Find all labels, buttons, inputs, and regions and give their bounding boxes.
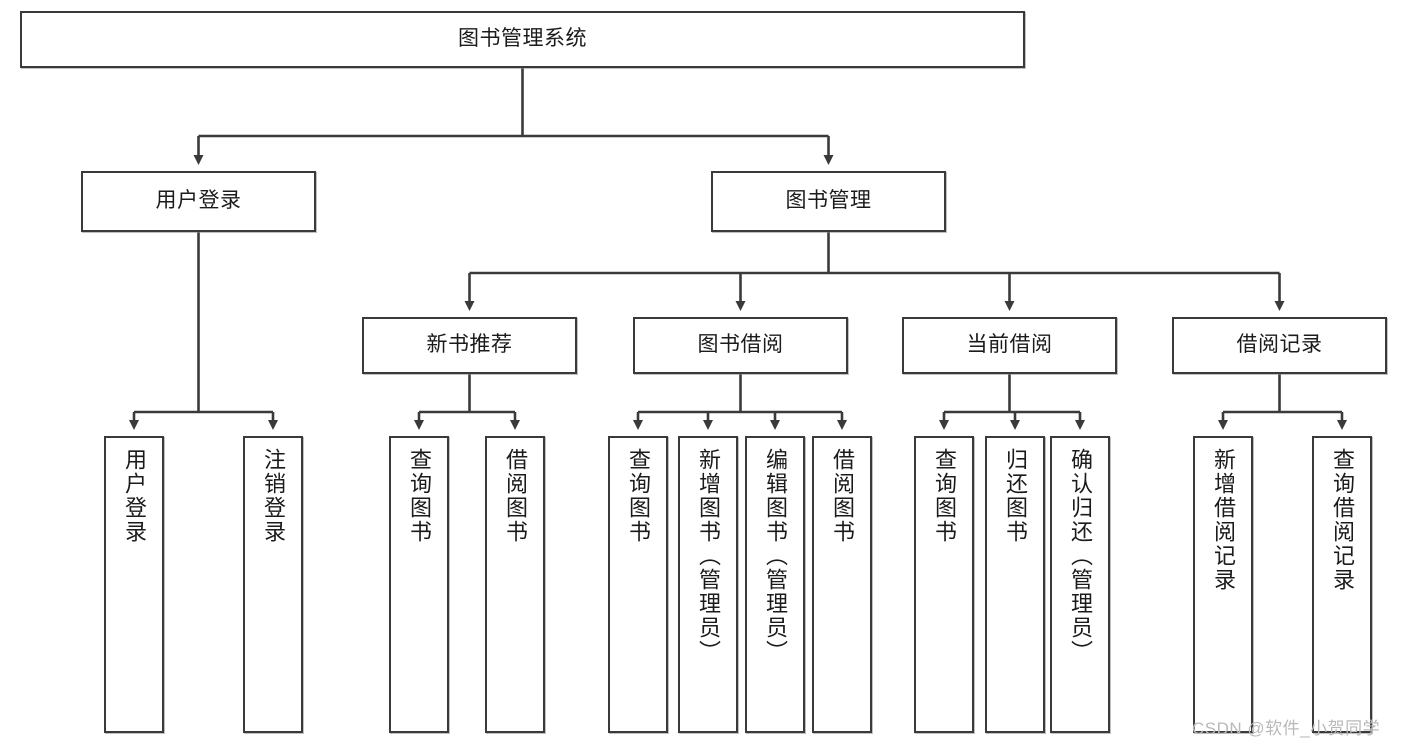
node-label: 用户登录 [155, 189, 242, 213]
node-new-book-recommend[interactable]: 新书推荐 [362, 317, 577, 374]
node-leaf-borrow-book-1[interactable]: 借阅图书 [485, 436, 545, 733]
node-book-borrow[interactable]: 图书借阅 [633, 317, 848, 374]
node-leaf-borrow-book-2[interactable]: 借阅图书 [812, 436, 872, 733]
node-label: 查询借阅记录 [1330, 448, 1355, 592]
node-book-manage[interactable]: 图书管理 [711, 171, 946, 232]
node-label: 当前借阅 [966, 333, 1053, 357]
node-label: 新增图书（管理员） [696, 448, 721, 664]
node-leaf-return-book[interactable]: 归还图书 [985, 436, 1045, 733]
node-leaf-confirm-return[interactable]: 确认归还（管理员） [1050, 436, 1110, 733]
node-leaf-add-record[interactable]: 新增借阅记录 [1193, 436, 1253, 733]
node-label: 新书推荐 [426, 333, 513, 357]
csdn-watermark: CSDN @软件_小贺同学 [1192, 719, 1381, 738]
node-current-borrow[interactable]: 当前借阅 [902, 317, 1117, 374]
node-leaf-user-login[interactable]: 用户登录 [104, 436, 164, 733]
node-label: 借阅记录 [1236, 333, 1323, 357]
node-label: 借阅图书 [503, 448, 528, 544]
node-borrow-record[interactable]: 借阅记录 [1172, 317, 1387, 374]
node-label: 归还图书 [1003, 448, 1028, 544]
node-leaf-edit-book[interactable]: 编辑图书（管理员） [745, 436, 805, 733]
node-label: 新增借阅记录 [1211, 448, 1236, 592]
node-label: 借阅图书 [830, 448, 855, 544]
node-leaf-query-book-2[interactable]: 查询图书 [608, 436, 668, 733]
node-label: 查询图书 [407, 448, 432, 544]
node-root[interactable]: 图书管理系统 [20, 11, 1025, 68]
node-label: 确认归还（管理员） [1068, 448, 1093, 664]
node-label: 编辑图书（管理员） [763, 448, 788, 664]
node-label: 查询图书 [932, 448, 957, 544]
node-leaf-query-book-1[interactable]: 查询图书 [389, 436, 449, 733]
node-label: 图书管理 [785, 189, 872, 213]
node-leaf-query-record[interactable]: 查询借阅记录 [1312, 436, 1372, 733]
node-label: 图书管理系统 [458, 27, 587, 51]
node-leaf-query-book-3[interactable]: 查询图书 [914, 436, 974, 733]
node-user-login[interactable]: 用户登录 [81, 171, 316, 232]
node-label: 图书借阅 [697, 333, 784, 357]
node-label: 查询图书 [626, 448, 651, 544]
node-label: 注销登录 [261, 448, 286, 544]
node-label: 用户登录 [122, 448, 147, 544]
node-leaf-add-book[interactable]: 新增图书（管理员） [678, 436, 738, 733]
node-leaf-logout[interactable]: 注销登录 [243, 436, 303, 733]
